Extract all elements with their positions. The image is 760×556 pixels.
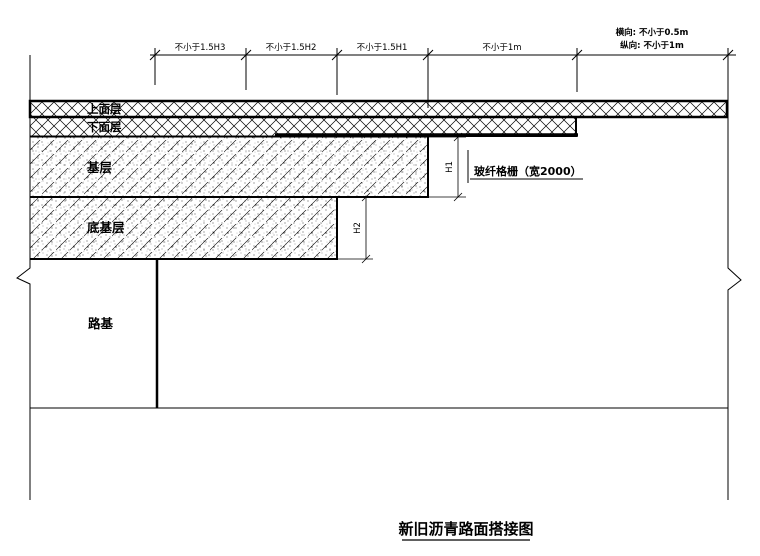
- base-label: 基层: [86, 160, 113, 175]
- dim-label-1-5h1: 不小于1.5H1: [357, 42, 408, 53]
- subgrade-label: 路基: [88, 316, 114, 331]
- base-dot-texture: [30, 137, 428, 197]
- h2-label: H2: [353, 222, 363, 234]
- dim-label-1m: 不小于1m: [482, 42, 521, 53]
- subbase-dot-texture: [30, 197, 337, 259]
- subbase-label: 底基层: [87, 220, 125, 235]
- note-longitudinal: 纵向: 不小于1m: [620, 40, 684, 51]
- geogrid-label: 玻纤格栅（宽2000）: [474, 164, 582, 178]
- dimension-line: [149, 48, 736, 108]
- h2-dimension: [337, 192, 373, 264]
- lower-surface-label: 下面层: [87, 120, 122, 134]
- upper-surface-layer: [28, 99, 729, 119]
- dim-label-1-5h2: 不小于1.5H2: [266, 42, 317, 53]
- upper-surface-label: 上面层: [87, 102, 122, 116]
- dim-label-1-5h3: 不小于1.5H3: [175, 42, 226, 53]
- h1-dimension: [428, 132, 466, 202]
- h1-label: H1: [445, 161, 455, 173]
- drawing-title: 新旧沥青路面搭接图: [398, 520, 533, 538]
- note-lateral: 横向: 不小于0.5m: [615, 27, 689, 38]
